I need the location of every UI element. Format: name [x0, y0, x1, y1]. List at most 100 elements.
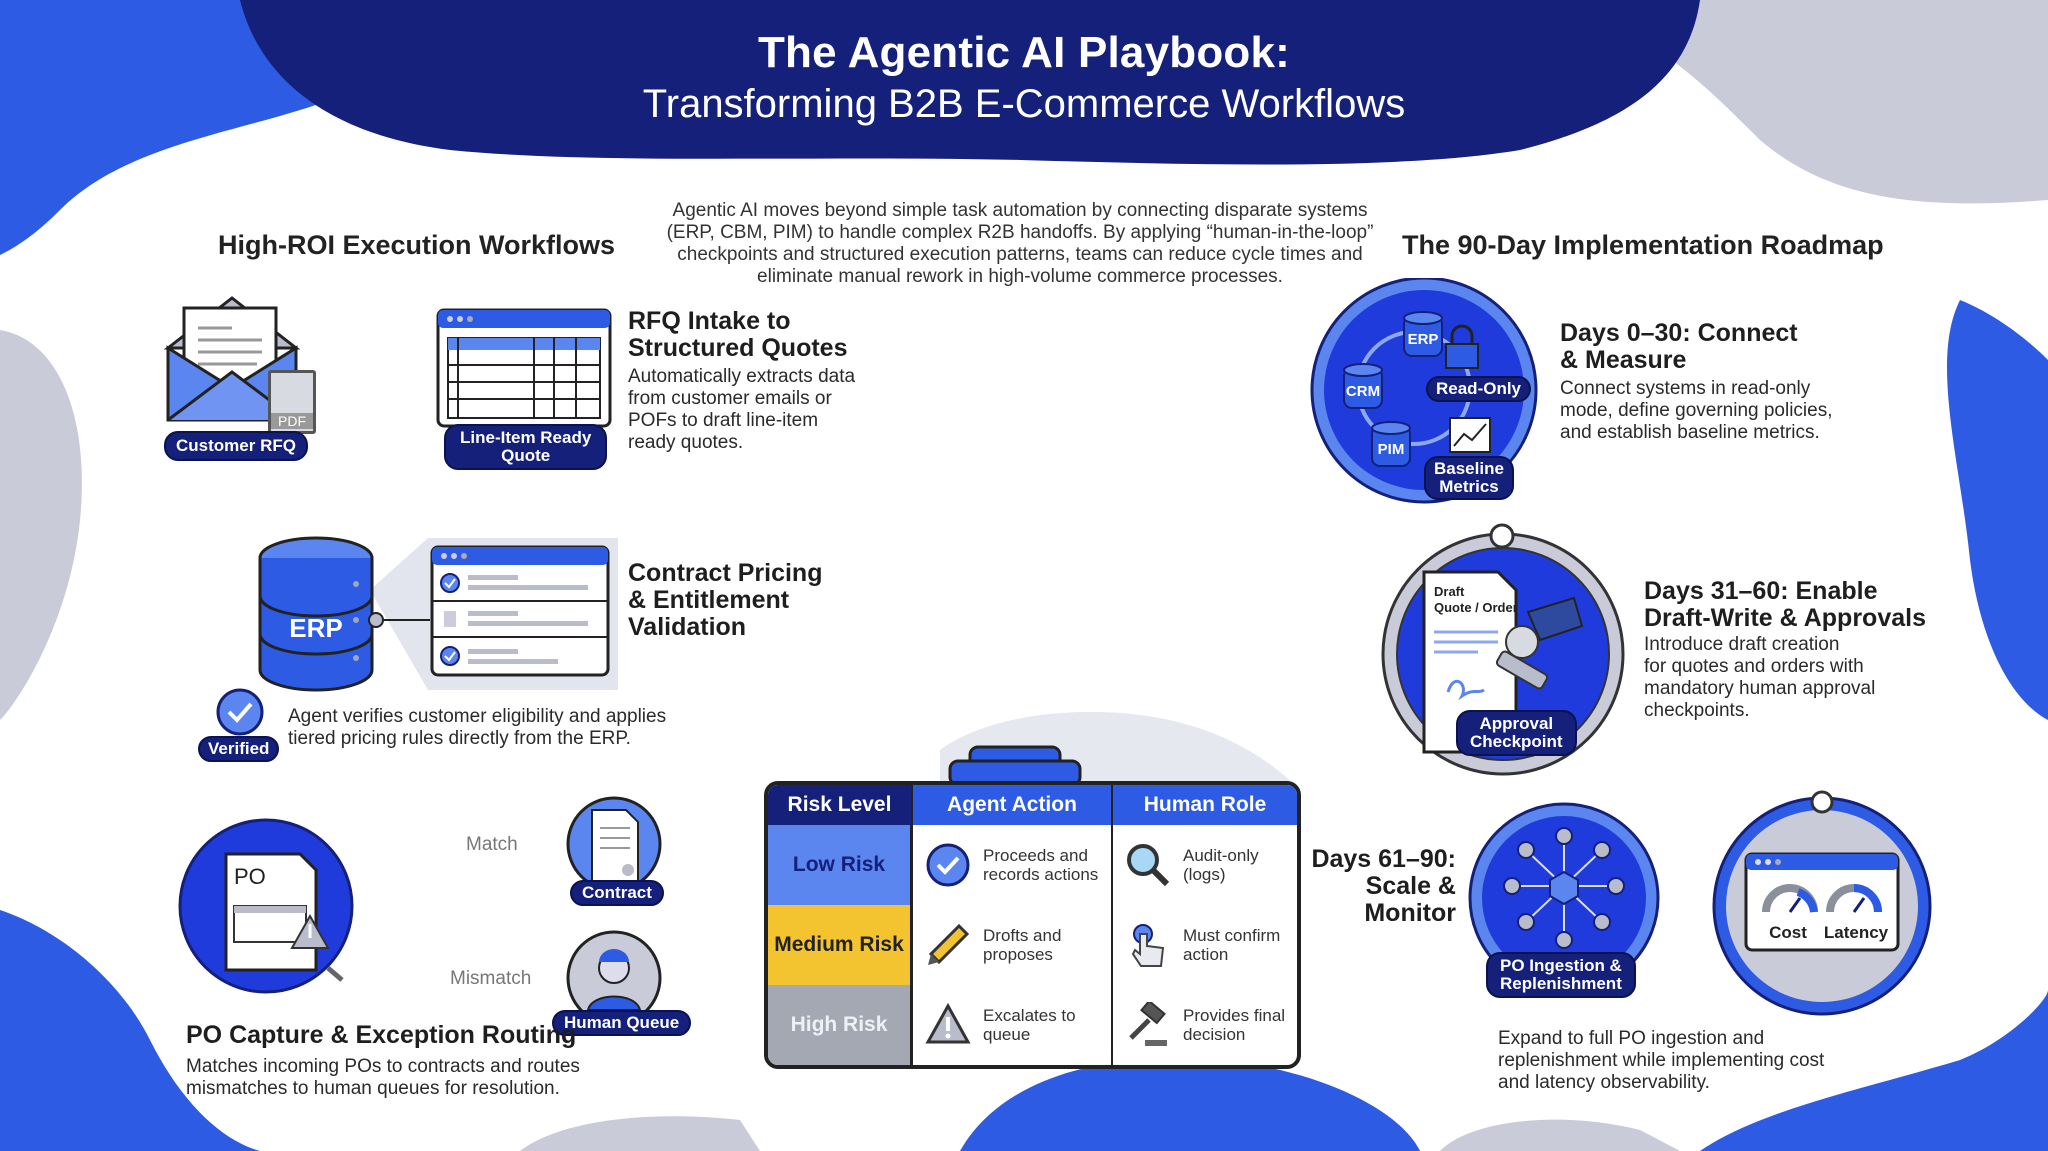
approval-badge-line-1: Approval [1479, 714, 1554, 733]
phase1-description: Connect systems in read-only mode, defin… [1560, 378, 1833, 444]
phase2-title-line-2: Draft-Write & Approvals [1644, 604, 1926, 632]
baseline-label-line-2: Metrics [1439, 477, 1499, 496]
po-title: PO Capture & Exception Routing [186, 1021, 577, 1049]
header-risk-level: Risk Level [768, 785, 913, 825]
phase2-desc-line: mandatory human approval [1644, 678, 1876, 699]
gavel-icon [1129, 1002, 1167, 1046]
contract-desc-line: Agent verifies customer eligibility and … [288, 706, 667, 727]
clipboard-tab-icon [948, 745, 1082, 785]
pim-node-label: PIM [1378, 441, 1405, 458]
phase3-title-line: Monitor [1364, 899, 1456, 927]
baseline-metrics-badge: Baseline Metrics [1424, 456, 1514, 500]
rfq-title-line-2: Structured Quotes [628, 334, 848, 362]
phase3-desc-line: and latency observability. [1498, 1072, 1710, 1093]
phase2-desc-line: checkpoints. [1644, 700, 1750, 721]
phase3-title: Days 61–90: Scale & Monitor [1300, 846, 1456, 927]
po-doc-label: PO [234, 864, 266, 889]
rfq-description: Automatically extracts data from custome… [628, 366, 855, 454]
baseline-label-line-1: Baseline [1434, 459, 1504, 478]
risk-level-medium: Medium Risk [768, 905, 913, 985]
risk-level-low: Low Risk [768, 825, 913, 905]
line-item-quote-badge: Line-Item Ready Quote [444, 424, 608, 470]
page-title: The Agentic AI Playbook: [757, 28, 1291, 77]
rfq-desc-line: POFs to draft line-item [628, 410, 819, 431]
latency-gauge-icon [1826, 884, 1882, 913]
phase1-desc-line: mode, define governing policies, [1560, 400, 1833, 421]
phase1-title-line-1: Days 0–30: Connect [1560, 319, 1798, 347]
pim-node: PIM [1371, 421, 1411, 467]
quote-badge-line-2: Quote [501, 446, 551, 465]
phase1-desc-line: Connect systems in read-only [1560, 378, 1811, 399]
phase2-description: Introduce draft creation for quotes and … [1644, 634, 1875, 722]
tap-hand-icon [1131, 924, 1165, 967]
role-text: decision [1183, 1025, 1246, 1044]
role-text: Provides final [1183, 1006, 1286, 1025]
approval-badge-line-2: Checkpoint [1470, 732, 1563, 751]
cost-gauge-label: Cost [1769, 923, 1807, 942]
action-text: Excalates to [983, 1006, 1076, 1025]
approval-checkpoint-badge: Approval Checkpoint [1456, 710, 1577, 756]
po-description: Matches incoming POs to contracts and ro… [186, 1056, 580, 1100]
rfq-title: RFQ Intake to Structured Quotes [628, 308, 847, 362]
po-ingestion-badge-line-1: PO Ingestion & [1500, 956, 1622, 975]
contract-description: Agent verifies customer eligibility and … [288, 706, 666, 750]
erp-node: ERP [1403, 311, 1443, 357]
role-text: Audit-only [1183, 846, 1259, 865]
phase2-title: Days 31–60: Enable Draft-Write & Approva… [1644, 578, 1926, 632]
phase3-title-line: Scale & [1365, 872, 1456, 900]
po-ingestion-badge: PO Ingestion & Replenishment [1486, 952, 1636, 998]
observability-dashboard-icon: Cost Latency [1712, 790, 1932, 1016]
chart-growth-icon [1449, 417, 1491, 453]
latency-gauge-label: Latency [1824, 923, 1889, 942]
human-user-icon [566, 930, 662, 1026]
page-subtitle: Transforming B2B E-Commerce Workflows [642, 82, 1406, 126]
po-document-icon: PO [178, 818, 354, 994]
contract-title-line: Validation [628, 613, 747, 641]
phase2-title-line-1: Days 31–60: Enable [1644, 577, 1878, 605]
action-text: Proceeds and [983, 846, 1088, 865]
role-text: action [1183, 945, 1229, 964]
quote-table-window-icon [436, 308, 612, 428]
verified-badge: Verified [198, 736, 280, 762]
workflows-heading: High-ROI Execution Workflows [218, 230, 616, 260]
human-queue-badge: Human Queue [552, 1010, 692, 1036]
phase1-desc-line: and establish baseline metrics. [1560, 422, 1820, 443]
roadmap-heading: The 90-Day Implementation Roadmap [1402, 230, 1884, 260]
action-text: queue [983, 1025, 1031, 1044]
crm-node: CRM [1343, 363, 1383, 409]
draft-doc-label-2: Quote / Order [1434, 600, 1518, 615]
check-circle-icon [926, 843, 970, 887]
phase1-title-line-2: & Measure [1560, 346, 1687, 374]
rfq-title-line-1: RFQ Intake to [628, 307, 791, 335]
match-label: Match [466, 834, 518, 855]
phase1-title: Days 0–30: Connect & Measure [1560, 320, 1798, 374]
phase3-desc-line: Expand to full PO ingestion and [1498, 1028, 1765, 1049]
erp-db-label: ERP [289, 613, 342, 643]
erp-node-label: ERP [1408, 331, 1439, 348]
po-desc-line: Matches incoming POs to contracts and ro… [186, 1056, 580, 1077]
contract-desc-line: tiered pricing rules directly from the E… [288, 728, 631, 749]
customer-rfq-badge: Customer RFQ [164, 431, 308, 461]
rfq-desc-line: Automatically extracts data [628, 366, 856, 387]
role-text: Must confirm [1183, 926, 1281, 945]
human-role-low: Audit-only(logs) [1113, 825, 1297, 905]
intro-paragraph: Agentic AI moves beyond simple task auto… [666, 200, 1374, 287]
risk-level-high: High Risk [768, 985, 913, 1065]
rfq-desc-line: from customer emails or [628, 388, 832, 409]
email-envelope-icon [163, 296, 301, 422]
phase3-title-line: Days 61–90: [1311, 845, 1456, 873]
magnifier-icon [1127, 844, 1170, 887]
po-desc-line: mismatches to human queues for resolutio… [186, 1078, 560, 1099]
contract-title-line: Contract Pricing [628, 559, 823, 587]
action-text: Drofts and [983, 926, 1062, 945]
phase2-desc-line: for quotes and orders with [1644, 656, 1864, 677]
action-text: proposes [983, 945, 1053, 964]
network-hub-icon [1468, 802, 1660, 994]
quote-badge-line-1: Line-Item Ready [460, 428, 592, 447]
rfq-desc-line: ready quotes. [628, 432, 744, 453]
approval-stamp-icon: Draft Quote / Order [1381, 523, 1625, 776]
warning-icon [925, 1002, 971, 1044]
